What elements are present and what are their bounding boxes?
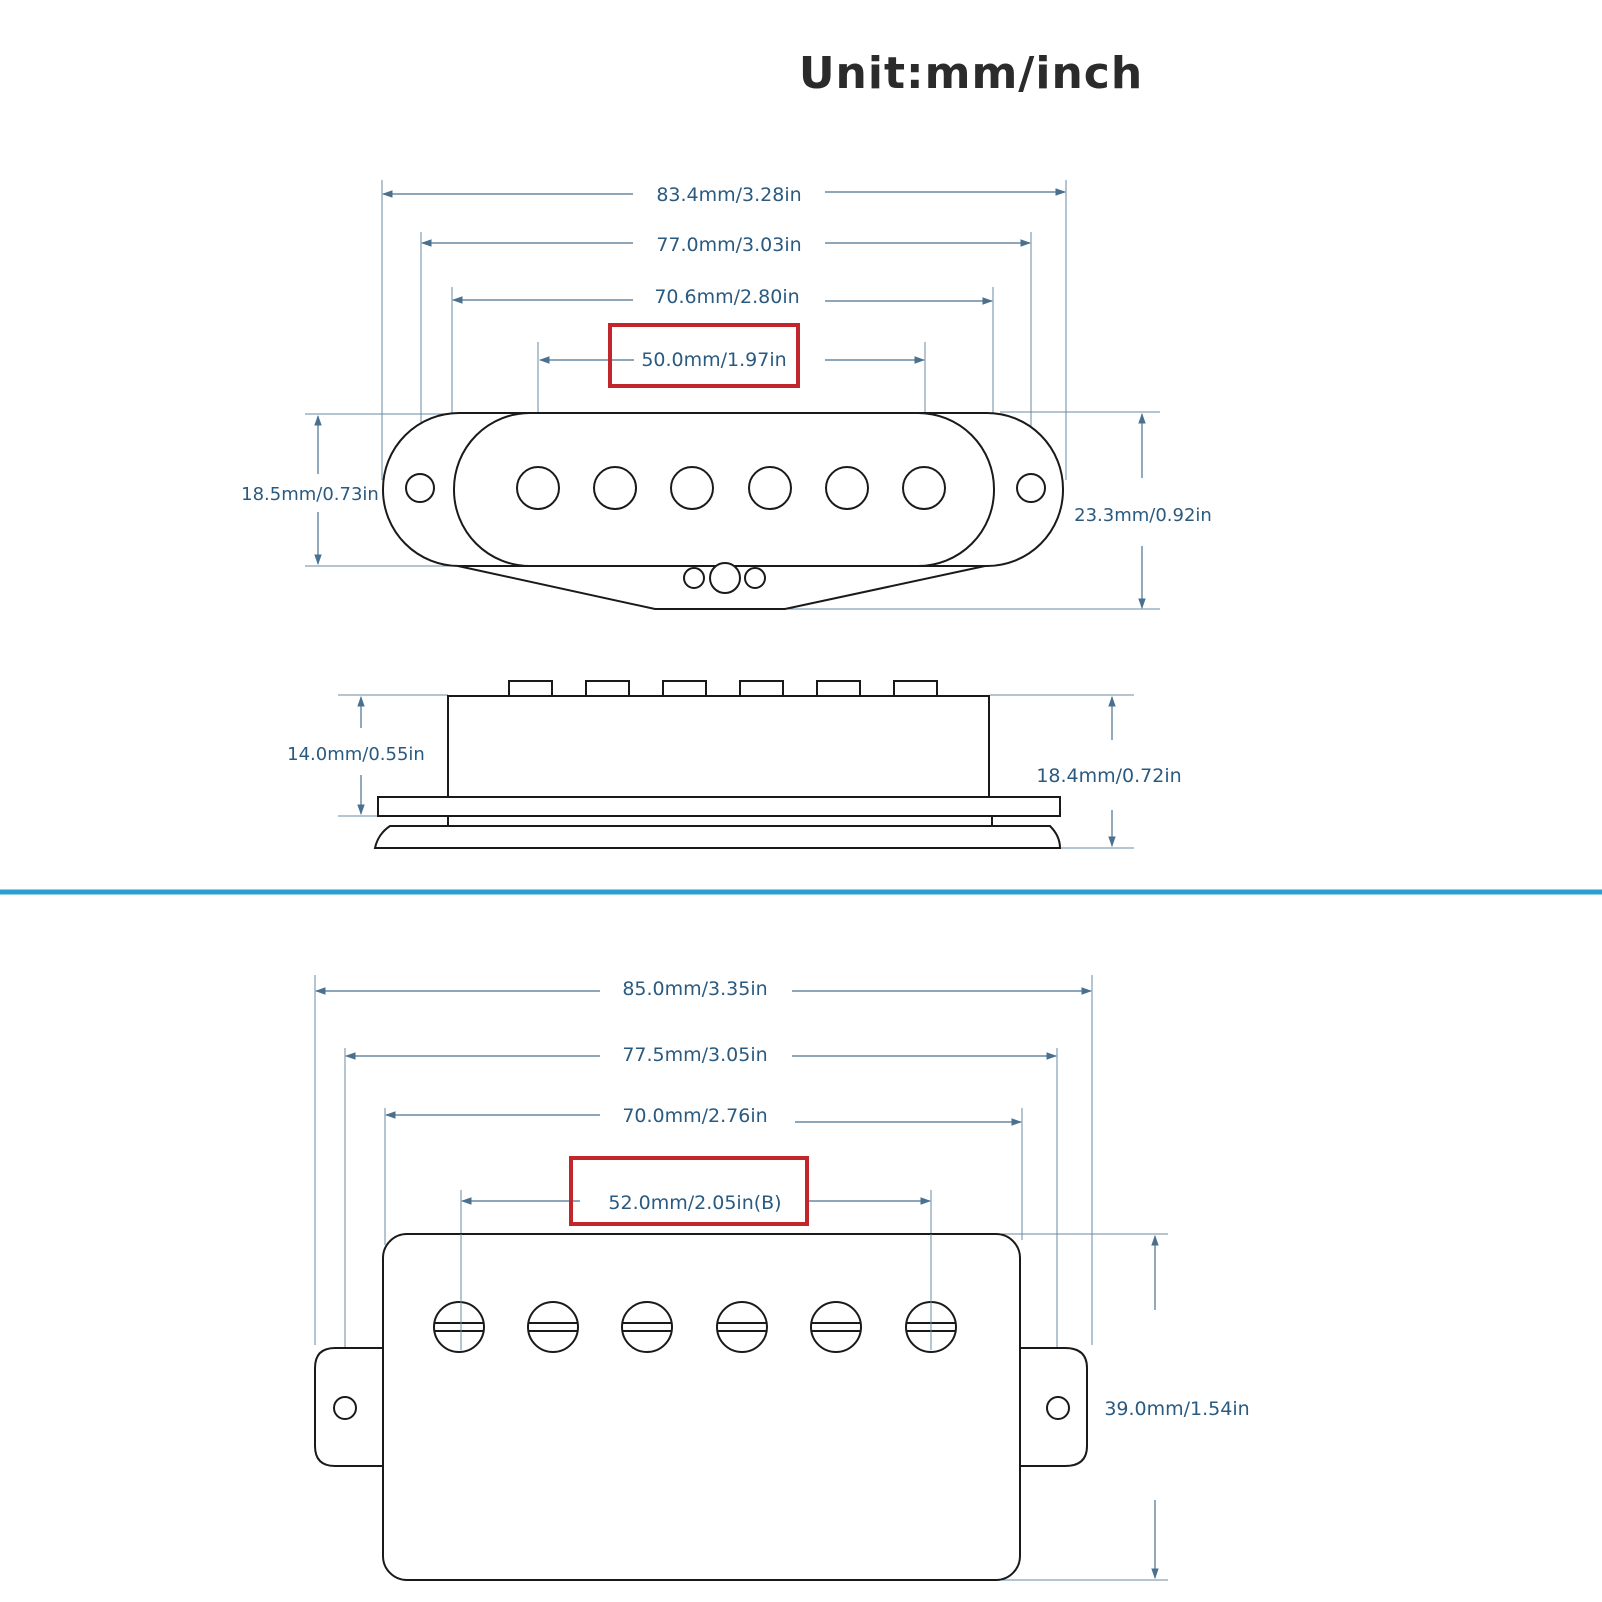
dim-pole-spacing: 50.0mm/1.97in bbox=[641, 349, 786, 371]
wire-eyelet bbox=[744, 567, 766, 589]
humbucker-cover bbox=[382, 1233, 1021, 1581]
dim-cover-width: 18.5mm/0.73in bbox=[241, 484, 379, 505]
pole-screw bbox=[527, 1301, 579, 1353]
pole-screw bbox=[810, 1301, 862, 1353]
pole-piece-side bbox=[662, 680, 707, 697]
pole-screw bbox=[621, 1301, 673, 1353]
pole-screw bbox=[433, 1301, 485, 1353]
hb-mount-hole-right bbox=[1046, 1396, 1070, 1420]
hb-pole-screws bbox=[433, 1301, 957, 1353]
pole-piece bbox=[670, 466, 714, 510]
pole-piece bbox=[825, 466, 869, 510]
dim-mount-hole-spacing: 77.0mm/3.03in bbox=[656, 234, 801, 256]
unit-title: Unit:mm/inch bbox=[798, 48, 1144, 99]
pole-spacing-highlight-box bbox=[608, 323, 800, 388]
pole-screw bbox=[716, 1301, 768, 1353]
pole-piece-side bbox=[585, 680, 630, 697]
baseplate-side bbox=[373, 825, 1062, 849]
single-coil-side-view: 14.0mm/0.55in 18.4mm/0.72in bbox=[287, 680, 1182, 849]
pole-piece-side bbox=[739, 680, 784, 697]
hb-dim-pole-spacing: 52.0mm/2.05in(B) bbox=[608, 1192, 781, 1214]
pole-piece bbox=[902, 466, 946, 510]
hb-dim-total-length: 85.0mm/3.35in bbox=[622, 978, 767, 1000]
single-coil-top-view: 83.4mm/3.28in 77.0mm/3.03in 70.6mm/2.80i… bbox=[241, 180, 1212, 610]
mounting-plate-side bbox=[377, 796, 1061, 817]
dim-total-length: 83.4mm/3.28in bbox=[656, 184, 801, 206]
hb-pole-spacing-highlight-box bbox=[569, 1156, 809, 1226]
mount-hole-right bbox=[1016, 473, 1046, 503]
dim-body-height: 14.0mm/0.55in bbox=[287, 744, 425, 765]
pole-piece bbox=[593, 466, 637, 510]
hb-dim-cover-length: 70.0mm/2.76in bbox=[622, 1105, 767, 1127]
dim-total-height: 18.4mm/0.72in bbox=[1036, 765, 1181, 787]
pole-piece-side bbox=[508, 680, 553, 697]
hb-mount-hole-left bbox=[333, 1396, 357, 1420]
side-pole-pieces bbox=[508, 680, 938, 697]
pole-piece bbox=[516, 466, 560, 510]
dim-cover-length: 70.6mm/2.80in bbox=[654, 286, 799, 308]
pole-pieces bbox=[516, 466, 946, 510]
wire-eyelet bbox=[683, 567, 705, 589]
pole-piece-side bbox=[816, 680, 861, 697]
mount-hole-left bbox=[405, 473, 435, 503]
hb-dim-width: 39.0mm/1.54in bbox=[1104, 1398, 1249, 1420]
dim-overall-width: 23.3mm/0.92in bbox=[1074, 505, 1212, 526]
humbucker-top-view: 85.0mm/3.35in 77.5mm/3.05in 70.0mm/2.76i… bbox=[314, 975, 1250, 1581]
pole-piece bbox=[748, 466, 792, 510]
pole-piece-side bbox=[893, 680, 938, 697]
wire-eyelet bbox=[709, 562, 741, 594]
hb-dim-mount-hole-spacing: 77.5mm/3.05in bbox=[622, 1044, 767, 1066]
